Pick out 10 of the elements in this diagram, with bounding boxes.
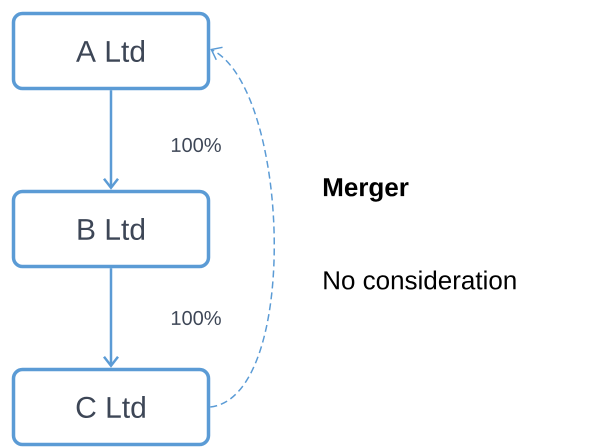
note-text: No consideration xyxy=(324,270,516,290)
company-box: C Ltd xyxy=(12,368,210,446)
edge-label: 100% xyxy=(172,310,221,326)
note-text: Merger xyxy=(324,178,408,202)
arrow xyxy=(103,90,119,190)
company-box: A Ltd xyxy=(12,12,210,90)
arrow xyxy=(103,268,119,368)
edge-label: 100% xyxy=(172,138,221,152)
company-box: B Ltd xyxy=(12,190,210,268)
arrow xyxy=(210,46,275,408)
